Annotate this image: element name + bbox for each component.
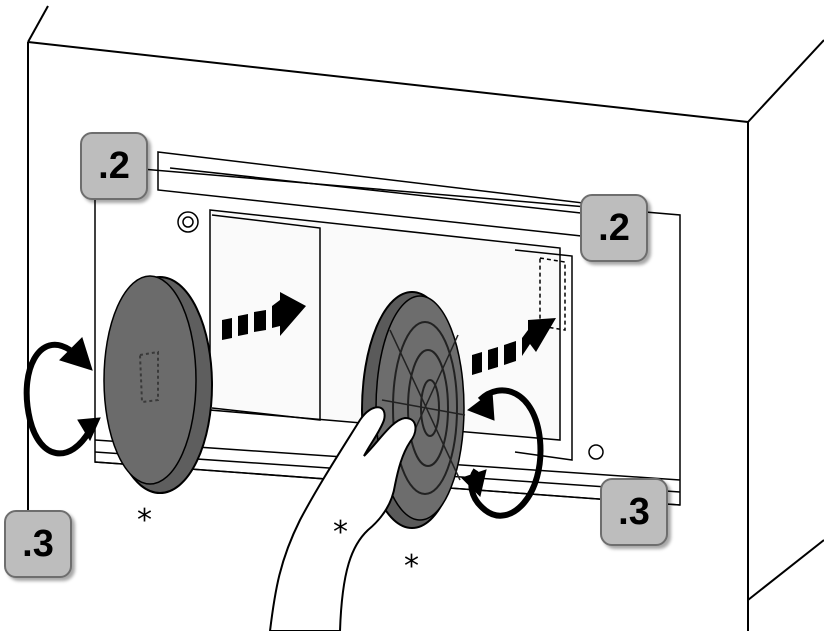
left-chamber [211, 214, 321, 421]
filter-logo [138, 350, 159, 404]
insert-arrow-right [472, 318, 556, 375]
right-knob [588, 444, 604, 460]
gloved-hand [268, 406, 417, 631]
hood-cabinet [27, 5, 824, 631]
asterisk-marker: * [333, 515, 348, 550]
left-knob-inner [182, 216, 194, 228]
cabinet-top-edge [27, 5, 49, 43]
top-rail-inner [169, 167, 591, 215]
asterisk-marker: * [404, 549, 419, 584]
rotate-arrow-right [461, 387, 544, 519]
rotate-arrow-left [23, 337, 101, 457]
cabinet-side-top [747, 39, 824, 123]
right-chamber [514, 249, 573, 461]
cabinet-side-bottom [747, 539, 824, 601]
insert-arrow-left [222, 292, 306, 340]
cabinet-front-top [27, 41, 749, 123]
asterisk-marker: * [137, 503, 152, 538]
fan-grille [539, 257, 566, 331]
step-badge-3-left: .3 [4, 510, 72, 578]
grease-filter-left [103, 275, 213, 494]
left-knob [177, 211, 199, 233]
step-badge-3-right: .3 [600, 478, 668, 546]
step-badge-2-left: .2 [80, 132, 148, 200]
step-badge-2-right: .2 [580, 194, 648, 262]
